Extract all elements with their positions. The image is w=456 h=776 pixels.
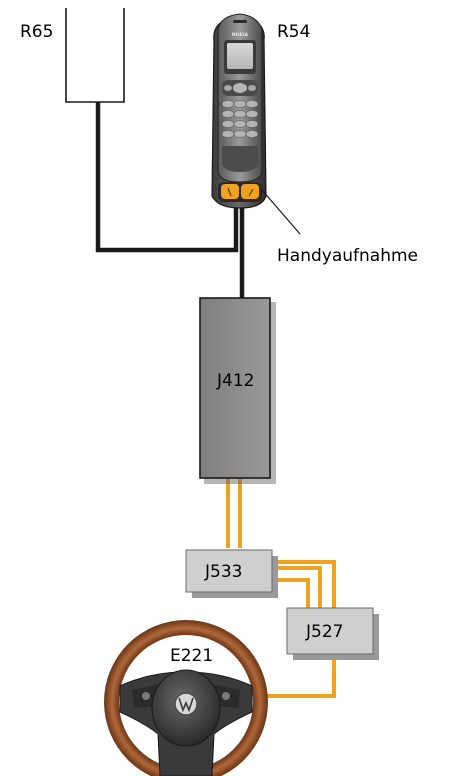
j533-label: J533: [204, 562, 242, 582]
vw-logo-icon: [174, 692, 198, 716]
j412-label: J412: [216, 371, 254, 391]
r65-component: [65, 8, 125, 103]
black-wiring: [95, 102, 245, 298]
r54-label: R54: [277, 22, 310, 42]
j533-module: [185, 549, 278, 598]
j412-module: [199, 297, 276, 484]
wire-r65-to-cradle: [95, 102, 239, 253]
phone-brand-text: NOKIA: [232, 32, 249, 38]
handyaufnahme-label: Handyaufnahme: [277, 246, 418, 266]
r65-label: R65: [20, 22, 53, 42]
j527-module: [286, 607, 379, 660]
j527-label: J527: [305, 622, 343, 642]
e221-label: E221: [170, 646, 213, 666]
handyaufnahme-leader-line: [261, 189, 301, 235]
mobile-phone-icon: NOKIA: [211, 13, 267, 209]
wire-j533-to-j527-b: [272, 578, 310, 608]
wire-j533-to-j527-a: [272, 566, 322, 608]
steering-wheel-icon: [104, 620, 268, 776]
